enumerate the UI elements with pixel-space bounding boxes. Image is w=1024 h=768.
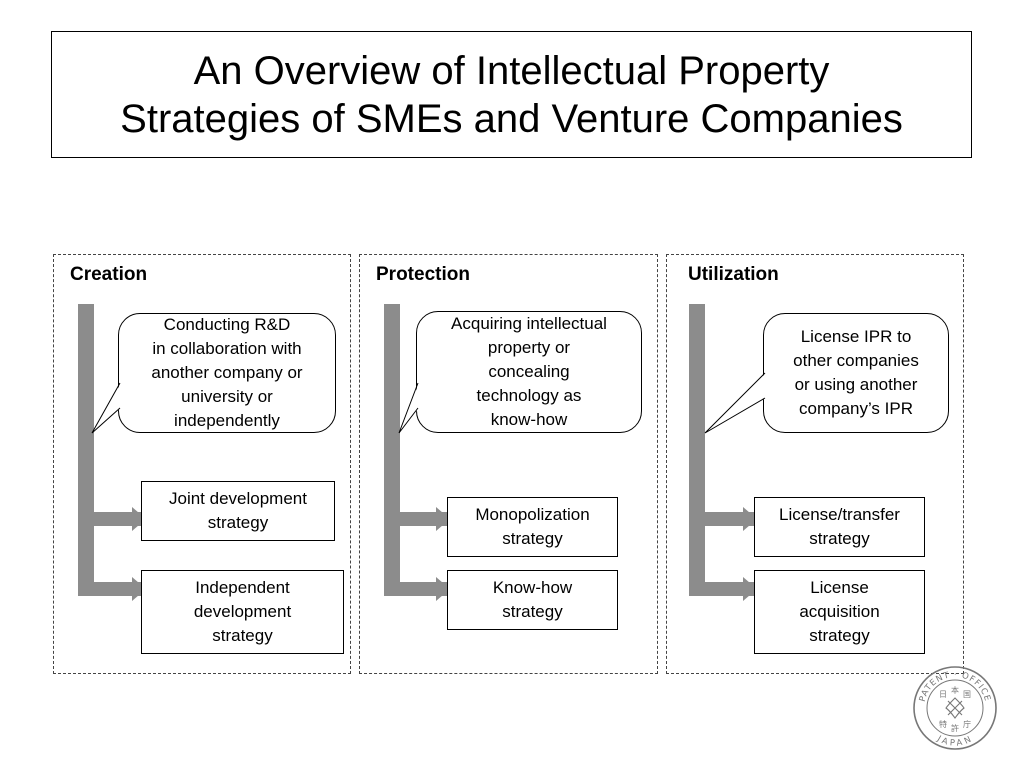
seal-glyph: 特 (939, 719, 947, 729)
strategy-box-joint-development: Joint development strategy (141, 481, 335, 541)
strategy-box-monopolization: Monopolization strategy (447, 497, 618, 557)
strategy-box-license-transfer: License/transfer strategy (754, 497, 925, 557)
connector-trunk (78, 304, 94, 596)
section-protection: Protection Acquiring intellectual proper… (359, 254, 658, 674)
speech-bubble: Acquiring intellectual property or conce… (416, 311, 642, 433)
connector-trunk (384, 304, 400, 596)
title-box: An Overview of Intellectual Property Str… (51, 31, 972, 158)
speech-bubble-tail (398, 382, 419, 434)
seal-glyph: 庁 (963, 719, 971, 729)
strategy-box-know-how: Know-how strategy (447, 570, 618, 630)
seal-glyph: 国 (963, 690, 971, 699)
strategy-box-independent-development: Independent development strategy (141, 570, 344, 654)
section-heading-utilization: Utilization (688, 264, 779, 285)
speech-bubble: Conducting R&D in collaboration with ano… (118, 313, 336, 433)
arrowhead (743, 577, 757, 601)
seal-glyph: 許 (951, 723, 959, 733)
speech-bubble: License IPR to other companies or using … (763, 313, 949, 433)
arrowhead (743, 507, 757, 531)
arrowhead (436, 577, 450, 601)
connector-trunk (689, 304, 705, 596)
section-heading-creation: Creation (70, 264, 148, 285)
arrowhead (436, 507, 450, 531)
section-utilization: Utilization License IPR to other compani… (666, 254, 964, 674)
patent-office-seal-logo: PATENT · OFFICE JAPAN 日 本 国 特 許 庁 (913, 666, 997, 750)
speech-bubble-tail (91, 382, 121, 434)
seal-glyph: 本 (951, 685, 959, 695)
section-heading-protection: Protection (376, 264, 470, 285)
page-title: An Overview of Intellectual Property Str… (120, 48, 903, 141)
section-creation: Creation Conducting R&D in collaboration… (53, 254, 351, 674)
speech-bubble-tail (704, 372, 766, 434)
seal-glyph: 日 (939, 690, 947, 699)
strategy-box-license-acquisition: License acquisition strategy (754, 570, 925, 654)
